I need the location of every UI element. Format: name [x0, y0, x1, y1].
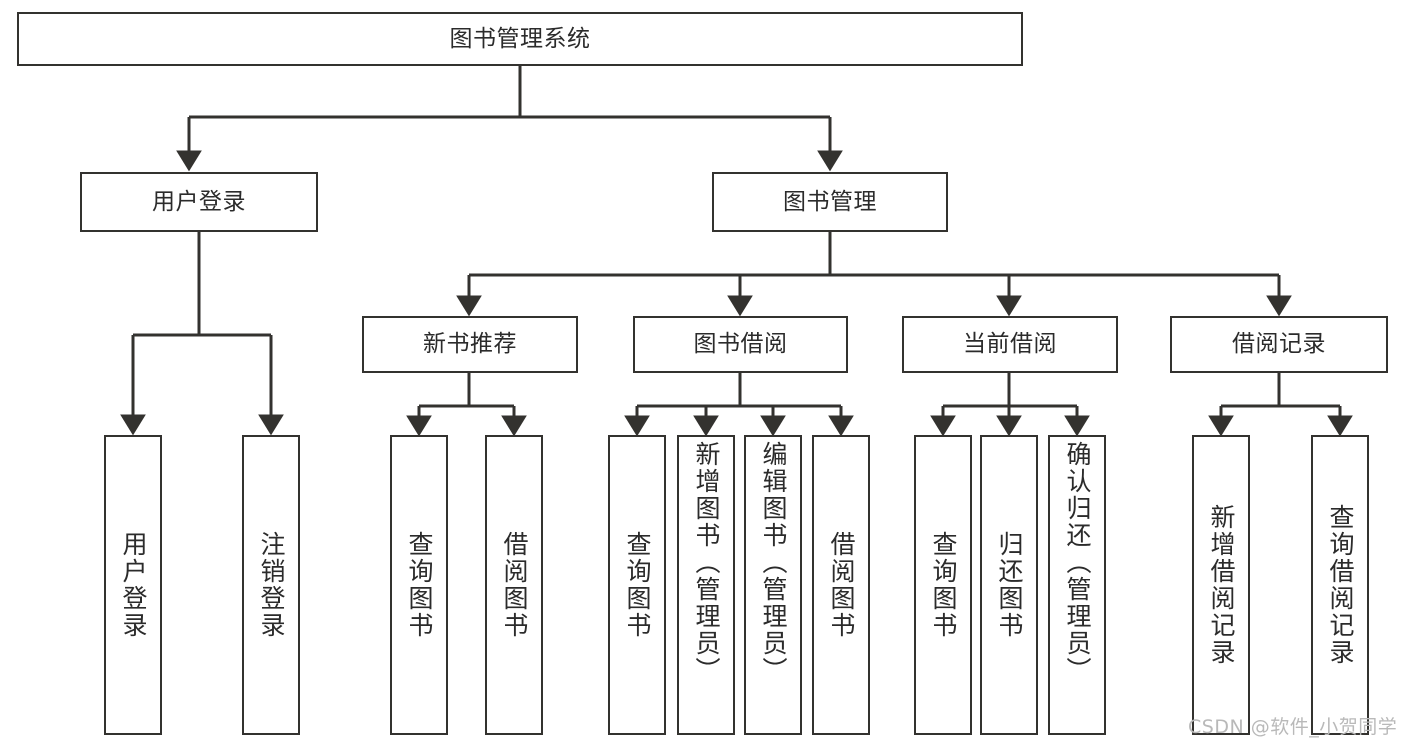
node-leaf-confirm-return[interactable]: 确认归还（管理员）: [1048, 435, 1106, 735]
node-user-login-label: 用户登录: [152, 188, 246, 215]
node-book-manage[interactable]: 图书管理: [712, 172, 948, 232]
node-leaf-add-record[interactable]: 新增借阅记录: [1192, 435, 1250, 735]
node-leaf-query-book-2-label: 查询图书: [623, 531, 652, 639]
node-root[interactable]: 图书管理系统: [17, 12, 1023, 66]
node-leaf-edit-book[interactable]: 编辑图书（管理员）: [744, 435, 802, 735]
node-book-borrow[interactable]: 图书借阅: [633, 316, 848, 373]
node-new-book-recommend-label: 新书推荐: [423, 331, 517, 358]
node-borrow-record-label: 借阅记录: [1232, 331, 1326, 358]
node-leaf-logout-login-label: 注销登录: [257, 531, 286, 639]
node-leaf-user-login[interactable]: 用户登录: [104, 435, 162, 735]
node-leaf-add-book[interactable]: 新增图书（管理员）: [677, 435, 735, 735]
node-leaf-return-book[interactable]: 归还图书: [980, 435, 1038, 735]
node-leaf-borrow-book-1-label: 借阅图书: [500, 531, 529, 639]
node-book-borrow-label: 图书借阅: [693, 331, 788, 358]
node-current-borrow-label: 当前借阅: [963, 331, 1057, 358]
node-leaf-add-book-label: 新增图书（管理员）: [692, 441, 721, 684]
node-user-login[interactable]: 用户登录: [80, 172, 318, 232]
node-leaf-query-book-1[interactable]: 查询图书: [390, 435, 448, 735]
node-book-manage-label: 图书管理: [783, 188, 877, 215]
node-new-book-recommend[interactable]: 新书推荐: [362, 316, 578, 373]
node-leaf-edit-book-label: 编辑图书（管理员）: [759, 441, 788, 684]
node-root-label: 图书管理系统: [449, 25, 591, 52]
node-leaf-add-record-label: 新增借阅记录: [1207, 504, 1236, 666]
node-leaf-confirm-return-label: 确认归还（管理员）: [1063, 441, 1092, 684]
node-leaf-query-record-label: 查询借阅记录: [1326, 504, 1355, 666]
node-leaf-query-book-2[interactable]: 查询图书: [608, 435, 666, 735]
csdn-watermark: CSDN @软件_小贺同学: [1188, 716, 1398, 738]
node-leaf-borrow-book-1[interactable]: 借阅图书: [485, 435, 543, 735]
node-leaf-return-book-label: 归还图书: [995, 531, 1024, 639]
node-current-borrow[interactable]: 当前借阅: [902, 316, 1118, 373]
node-leaf-query-book-1-label: 查询图书: [405, 531, 434, 639]
node-leaf-user-login-label: 用户登录: [119, 531, 148, 639]
node-borrow-record[interactable]: 借阅记录: [1170, 316, 1388, 373]
node-leaf-borrow-book-2-label: 借阅图书: [827, 531, 856, 639]
node-leaf-query-record[interactable]: 查询借阅记录: [1311, 435, 1369, 735]
node-leaf-logout-login[interactable]: 注销登录: [242, 435, 300, 735]
node-leaf-borrow-book-2[interactable]: 借阅图书: [812, 435, 870, 735]
node-leaf-query-book-3-label: 查询图书: [929, 531, 958, 639]
node-leaf-query-book-3[interactable]: 查询图书: [914, 435, 972, 735]
